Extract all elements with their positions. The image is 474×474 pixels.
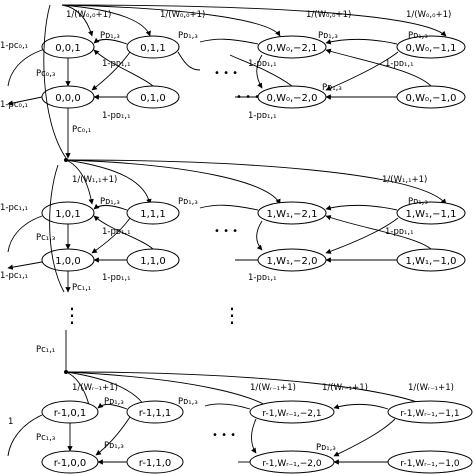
state-label: 1,W₁,−2,0 (267, 256, 318, 267)
decrement-label: Pᴅ₁,₃ (322, 83, 342, 93)
stage-last-transition-arrows (95, 402, 396, 465)
stage-0-entry-label-1: 1/(W₀,₀+1) (66, 10, 111, 20)
stage-last-entry-label-1: 1/(Wᵣ₋₁+1) (72, 383, 118, 393)
stage-0-bypass-arrow (43, 4, 67, 159)
state-node (396, 35, 466, 59)
stage-1-transition-arrows (91, 203, 432, 263)
decrement-label: Pᴅ₁,₃ (104, 441, 124, 451)
stage-0-entry-label-2: 1/(W₀,₀+1) (160, 10, 205, 20)
stage-last-self-loop (7, 414, 43, 457)
stage-last-entry-label-4: 1/(Wᵣ₋₁+1) (408, 383, 454, 393)
freeze-label: 1-pᴅ₁,₁ (385, 59, 414, 69)
state-label: r-1,0,1 (54, 408, 87, 419)
stage-0-decrement-arrows (91, 37, 432, 100)
stage-0-next-label: Pᴄ₀,₁ (72, 125, 91, 135)
decrement-label: Pᴅ₁,₃ (178, 197, 198, 207)
state-node (126, 201, 180, 225)
decrement-label: Pᴅ₁,₃ (178, 31, 198, 41)
freeze-label: 1-pᴅ₁,₁ (248, 59, 277, 69)
stage-1-fail-label: 1-pᴄ₁,₁ (0, 271, 28, 281)
stage-0-down-label: Pᴄ₀,₃ (36, 69, 55, 79)
state-label: 0,W₀,−2,1 (267, 43, 318, 54)
state-label: 0,1,1 (140, 43, 165, 54)
freeze-label: 1-pᴅ₁,₁ (248, 273, 277, 283)
state-node (257, 201, 327, 225)
state-label: 0,W₀,−2,0 (267, 93, 318, 104)
state-label: r-1,0,0 (54, 458, 87, 469)
freeze-label: 1-pᴅ₁,₁ (385, 227, 414, 237)
state-label: 0,1,0 (140, 93, 165, 104)
decrement-label: Pᴅ₁,₃ (100, 31, 120, 41)
state-label: r-1,1,1 (139, 408, 172, 419)
state-label: 1,W₁,−1,0 (406, 256, 457, 267)
state-node (387, 400, 473, 424)
state-label: r-1,Wᵣ₋₁,−2,1 (262, 409, 321, 419)
stage-last-self-loop-label: 1 (8, 417, 13, 427)
stage-last-in-label: Pᴄ₁,₁ (36, 345, 55, 355)
stage-1-self-loop (7, 215, 43, 253)
freeze-label: 1-pᴅ₁,₁ (102, 59, 131, 69)
stage-1-bypass-arrow (49, 164, 65, 293)
state-node (396, 201, 466, 225)
freeze-label: 1-pᴅ₁,₁ (102, 227, 131, 237)
state-node (126, 35, 180, 59)
vertical-ellipsis: ⋮ (62, 303, 82, 327)
state-label: 1,W₁,−2,1 (267, 209, 318, 220)
horizontal-ellipsis: • • • (214, 226, 238, 237)
stage-1-entry-label-2: 1/(W₁,₁+1) (382, 175, 427, 185)
decrement-label: Pᴅ₁,₃ (408, 197, 428, 207)
stage-1-down-label: Pᴄ₁,₃ (36, 233, 55, 243)
state-label: r-1,Wᵣ₋₁,−1,0 (400, 459, 460, 469)
state-label: 0,W₀,−1,0 (406, 93, 457, 104)
horizontal-ellipsis: • • • (212, 430, 236, 441)
stage-last: Pᴄ₁,₁ 1/(Wᵣ₋₁+1) 1/(Wᵣ₋₁+1) 1/(Wᵣ₋₁+1) 1… (7, 330, 473, 474)
state-label: 0,0,1 (55, 43, 80, 54)
state-label: 1,1,0 (140, 256, 165, 267)
vertical-ellipsis: ⋮ (222, 303, 242, 327)
state-label: 1,W₁,−1,1 (406, 209, 457, 220)
stage-0-entry-label-3: 1/(W₀,₀+1) (306, 10, 351, 20)
state-label: r-1,Wᵣ₋₁,−1,1 (400, 409, 459, 419)
stage-0: 1/(W₀,₀+1) 1/(W₀,₀+1) 1/(W₀,₀+1) 1/(W₀,₀… (0, 4, 466, 159)
decrement-label: Pᴅ₁,₃ (408, 31, 428, 41)
freeze-label: 1-pᴅ₁,₁ (102, 273, 131, 283)
stage-1-self-loop-label: 1-pᴄ₁,₁ (0, 203, 28, 213)
stage-1: 1/(W₁,₁+1) 1/(W₁,₁+1) 1,0,1 1,1,1 1,W₁,−… (0, 158, 466, 293)
stage-last-entry-label-3: 1/(Wᵣ₋₁+1) (322, 383, 368, 393)
stage-1-entry-arrows (65, 159, 447, 205)
state-label: r-1,1,0 (139, 458, 172, 469)
stage-1-entry-label-1: 1/(W₁,₁+1) (72, 175, 117, 185)
state-node (126, 400, 184, 424)
freeze-label: 1-pᴅ₁,₁ (248, 111, 277, 121)
state-label: 1,0,1 (55, 209, 80, 220)
decrement-label: Pᴅ₁,₃ (318, 31, 338, 41)
decrement-label: Pᴅ₁,₃ (100, 197, 120, 207)
state-label: 0,W₀,−1,1 (406, 43, 457, 54)
stage-0-fail-arrow (7, 96, 43, 106)
state-node (257, 35, 327, 59)
decrement-label: Pᴅ₁,₃ (316, 443, 336, 453)
state-label: 1,0,0 (55, 256, 80, 267)
decrement-label: Pᴅ₁,₃ (104, 397, 124, 407)
state-node (249, 400, 335, 424)
stage-last-down-label: Pᴄ₁,₃ (36, 433, 55, 443)
stage-0-fail-label: 1-pᴄ₀,₁ (0, 100, 28, 110)
freeze-label: 1-pᴅ₁,₁ (102, 111, 131, 121)
stage-0-entry-label-4: 1/(W₀,₀+1) (406, 10, 451, 20)
stage-0-self-loop (7, 49, 43, 87)
state-label: 1,1,1 (140, 209, 165, 220)
horizontal-ellipsis: • • • (236, 92, 260, 103)
state-label: r-1,Wᵣ₋₁,−2,0 (262, 459, 322, 469)
state-label: 0,0,0 (55, 93, 80, 104)
stage-last-entry-label-2: 1/(Wᵣ₋₁+1) (250, 383, 296, 393)
stage-1-fail-arrow (7, 261, 43, 270)
stage-0-self-loop-label: 1-pᴄ₀,₁ (0, 41, 28, 51)
stage-0-entry-arrows (61, 4, 447, 37)
horizontal-ellipsis: • • • (214, 68, 238, 79)
decrement-label: Pᴅ₁,₃ (178, 397, 198, 407)
stage-1-next-label: Pᴄ₁,₁ (72, 283, 91, 293)
